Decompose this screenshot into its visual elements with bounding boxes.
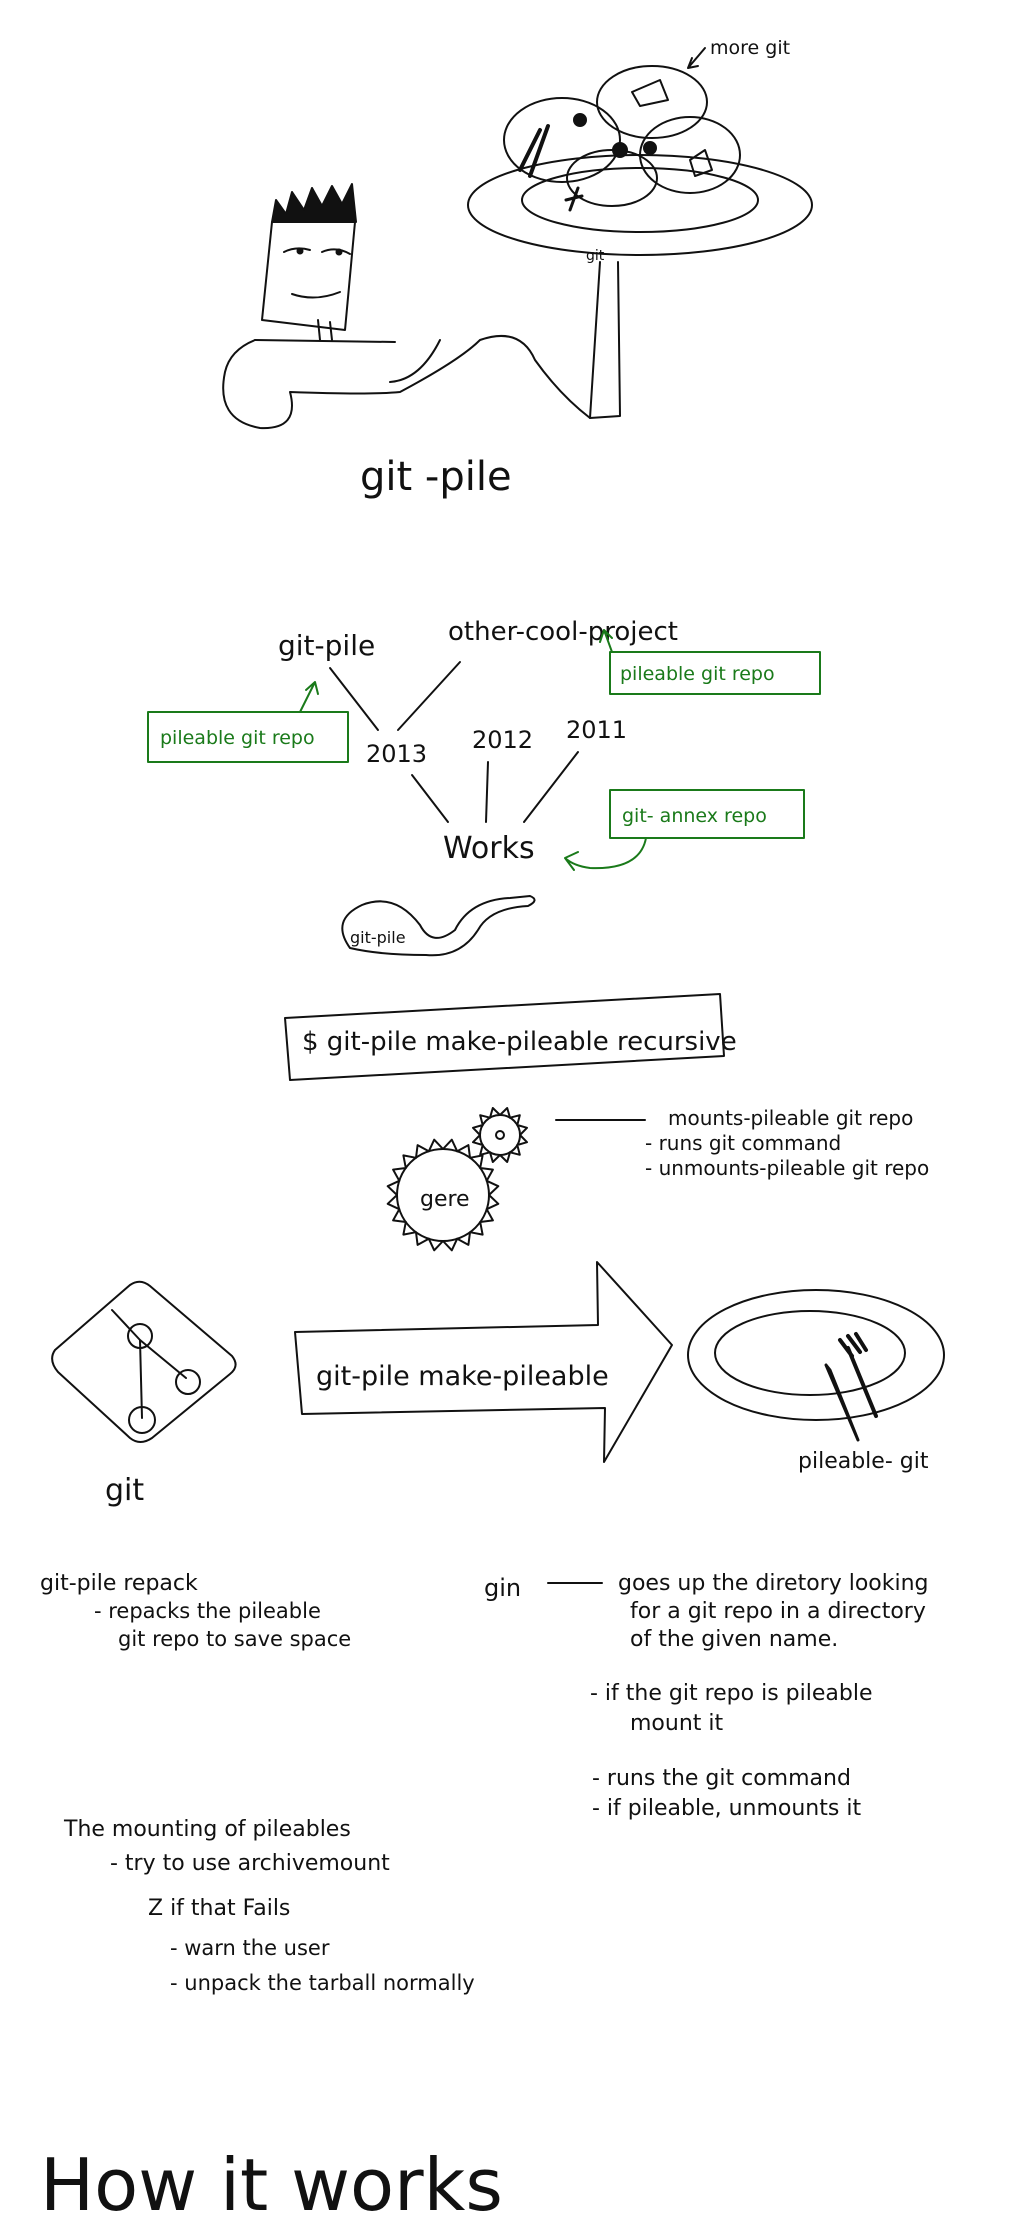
pileable-box-left	[147, 711, 349, 763]
snake-label: git-pile	[350, 928, 406, 947]
gin-line-1: goes up the diretory looking	[618, 1571, 929, 1596]
mounting-title: The mounting of pileables	[63, 1817, 351, 1842]
gear-small-teeth	[472, 1107, 528, 1163]
tree-node-2012: 2012	[472, 726, 533, 754]
flow-arrow	[294, 1261, 673, 1463]
waiter-hair	[271, 183, 357, 223]
gin-line-3: of the given name.	[630, 1627, 838, 1652]
tree-node-works: Works	[443, 831, 535, 866]
gear-label: gere	[420, 1187, 470, 1212]
waiter-eye-left	[283, 247, 311, 253]
repack-title: git-pile repack	[40, 1571, 198, 1596]
tree-node-git-pile: git-pile	[278, 629, 375, 662]
tree-node-2011: 2011	[566, 716, 627, 744]
gears-illustration	[396, 1114, 521, 1242]
footer-title: How it works	[40, 2143, 503, 2227]
pileable-box-right	[609, 651, 821, 695]
gin-line-2: for a git repo in a directory	[630, 1599, 926, 1624]
more-git-label: more git	[710, 37, 790, 59]
git-logo-label: git	[105, 1473, 144, 1508]
pileable-label-right: pileable git repo	[620, 663, 775, 685]
snake-illustration	[341, 895, 536, 957]
tree-node-2013: 2013	[366, 740, 427, 768]
gin-label: gin	[484, 1574, 521, 1602]
green-annotations	[147, 629, 821, 871]
waiter-illustration	[222, 47, 813, 430]
pileable-label-left: pileable git repo	[160, 727, 315, 749]
top-caption: git -pile	[360, 454, 512, 500]
tree-node-other-project: other-cool-project	[448, 617, 678, 647]
mounting-line-3: - warn the user	[170, 1936, 330, 1960]
gear-large-teeth	[386, 1138, 500, 1252]
tray-arm	[589, 261, 621, 419]
waiter-smile	[291, 291, 341, 299]
git-plate-1	[503, 97, 621, 183]
gears-item-2: - runs git command	[645, 1131, 841, 1155]
waiter-eye-right	[321, 248, 351, 255]
mounting-line-2: Z if that Fails	[148, 1896, 290, 1921]
waiter-arm	[222, 335, 591, 430]
command-text: $ git-pile make-pileable recursive	[302, 1027, 737, 1057]
annex-label: git- annex repo	[622, 805, 767, 827]
repack-line-2: git repo to save space	[118, 1627, 351, 1651]
gears-item-3: - unmounts-pileable git repo	[645, 1156, 929, 1180]
git-logo	[51, 1280, 237, 1443]
tray-label: git	[586, 248, 605, 264]
more-git-arrow	[687, 47, 706, 69]
gear-small	[479, 1114, 521, 1156]
gin-line-5: mount it	[630, 1711, 724, 1736]
gin-line-7: - if pileable, unmounts it	[592, 1796, 861, 1821]
waiter-head	[261, 221, 356, 331]
tree-edges	[329, 661, 579, 823]
gin-line-6: - runs the git command	[592, 1766, 851, 1791]
git-plate-2	[596, 65, 708, 139]
flow-arrow-text: git-pile make-pileable	[316, 1361, 609, 1392]
gears-item-1: mounts-pileable git repo	[668, 1106, 913, 1130]
pileable-plate	[687, 1289, 945, 1442]
gin-line-4: - if the git repo is pileable	[590, 1681, 872, 1706]
repack-line-1: - repacks the pileable	[94, 1599, 321, 1623]
mounting-line-4: - unpack the tarball normally	[170, 1971, 475, 1995]
pileable-plate-label: pileable- git	[798, 1449, 929, 1474]
mounting-line-1: - try to use archivemount	[110, 1851, 390, 1876]
command-box	[284, 993, 725, 1081]
annex-box	[609, 789, 805, 839]
